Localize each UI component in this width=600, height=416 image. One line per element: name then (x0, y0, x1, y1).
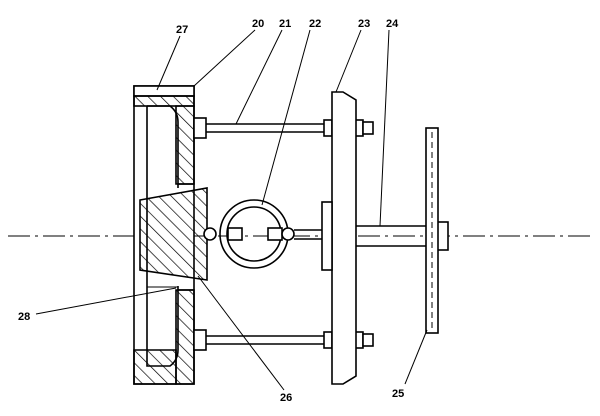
ring-gauge (203, 199, 322, 269)
label-22: 22 (309, 18, 321, 30)
screw-shaft (356, 221, 449, 251)
handwheel (425, 127, 439, 334)
pressure-plate (331, 91, 357, 385)
label-20: 20 (252, 18, 264, 30)
label-26: 26 (280, 392, 292, 404)
label-27: 27 (176, 24, 188, 36)
label-28: 28 (18, 311, 30, 323)
label-24: 24 (386, 18, 399, 30)
label-23: 23 (358, 18, 370, 30)
plate-hub (321, 201, 333, 271)
tie-rod-upper (193, 117, 374, 139)
leader-lines (35, 29, 428, 391)
wedge-block (139, 187, 208, 281)
tie-rod-lower (193, 329, 374, 351)
label-25: 25 (392, 388, 404, 400)
label-21: 21 (279, 18, 291, 30)
